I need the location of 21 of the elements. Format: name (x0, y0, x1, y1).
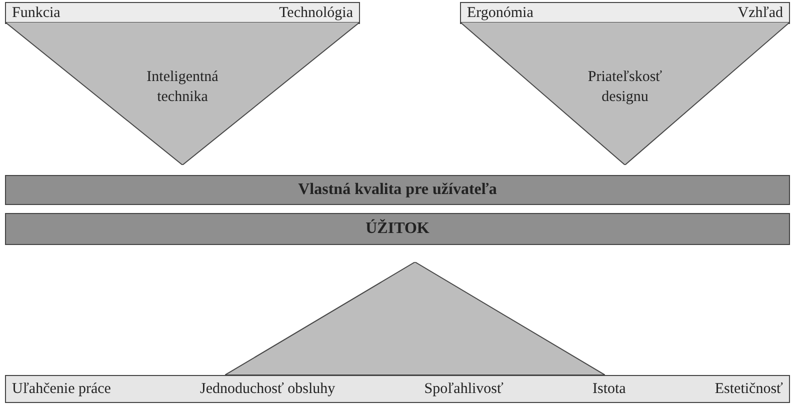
triangle-text: Priateľskosť designu (586, 68, 664, 107)
triangle-text: Inteligentná technika (146, 68, 220, 107)
banner-bar (5, 175, 790, 205)
triangle (225, 262, 605, 375)
label-text: Istota (592, 380, 626, 398)
label-text: Jednoduchosť obsluhy (200, 380, 336, 398)
label-text: Uľahčenie práce (12, 380, 111, 398)
label-text: Spoľahlivosť (424, 380, 504, 398)
banner-text: Vlastná kvalita pre užívateľa (298, 181, 497, 199)
label-text: Ergonómia (467, 4, 534, 22)
label-box (5, 375, 790, 403)
label-text: Vzhľad (738, 4, 783, 22)
label-box (5, 2, 360, 24)
inverted-triangle (460, 22, 790, 165)
label-text: Estetičnosť (714, 380, 783, 398)
banner-text: ÚŽITOK (366, 220, 430, 238)
inverted-triangle (5, 22, 360, 165)
label-text: Technológia (279, 4, 353, 22)
label-box (460, 2, 790, 24)
label-text: Funkcia (12, 4, 60, 22)
banner-bar (5, 213, 790, 245)
